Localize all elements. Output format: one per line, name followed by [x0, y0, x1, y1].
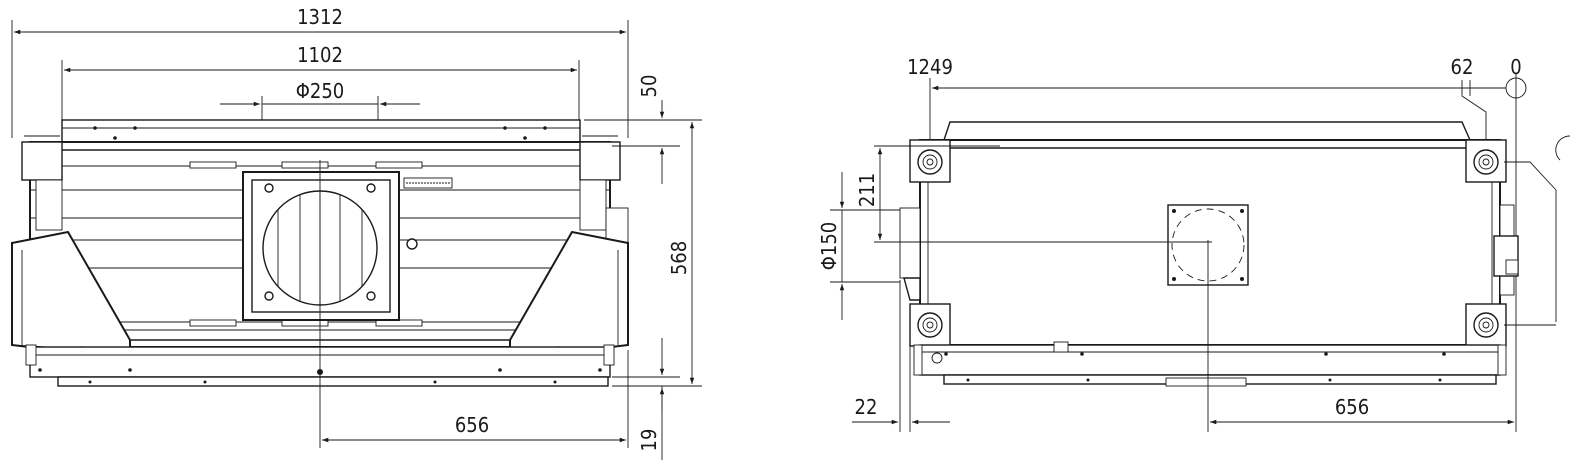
- dim-height: 568: [612, 122, 702, 387]
- dim-duct-diameter-label: Φ250: [296, 79, 345, 103]
- latch-icon: [931, 352, 943, 364]
- dim-port-diameter-label: Φ150: [817, 222, 841, 271]
- dim-center-offset-side: 656: [1210, 395, 1514, 425]
- dim-inner-width-label: 1102: [297, 43, 343, 67]
- nameplate: [403, 177, 453, 189]
- corner-ports: [909, 139, 1507, 347]
- dim-overall-width: 1312: [11, 5, 629, 138]
- dim-bottom-offset: 19: [612, 338, 680, 460]
- dim-left-offset-label: 22: [855, 395, 878, 419]
- dim-center-offset-front-label: 656: [455, 413, 489, 437]
- front-view: 1312 1102 Φ250: [11, 5, 702, 460]
- dim-bottom-offset-label: 19: [637, 429, 661, 452]
- dim-center-offset-front: 656: [321, 350, 629, 448]
- side-view: 1249 62 0: [817, 55, 1571, 432]
- dim-port-diameter: Φ150: [817, 172, 900, 320]
- dim-overall-width-label: 1312: [297, 5, 343, 29]
- dim-vertical-offset-label: 211: [855, 173, 879, 207]
- dim-vertical-offset: 211: [855, 145, 1000, 240]
- dim-origin-label: 0: [1510, 55, 1521, 79]
- dim-right-port-label: 62: [1451, 55, 1474, 79]
- dim-top-offset: 50: [584, 75, 702, 184]
- dim-left-offset: 22: [852, 280, 950, 432]
- dim-center-offset-side-label: 656: [1335, 395, 1369, 419]
- dim-height-label: 568: [667, 241, 691, 275]
- dim-port-positions: 1249 62 0: [907, 55, 1527, 432]
- dim-top-offset-label: 50: [637, 75, 661, 98]
- dim-inner-width: 1102: [61, 43, 580, 140]
- dim-duct-diameter: Φ250: [220, 79, 420, 180]
- knob-icon: [406, 238, 418, 250]
- dim-left-port-label: 1249: [907, 55, 953, 79]
